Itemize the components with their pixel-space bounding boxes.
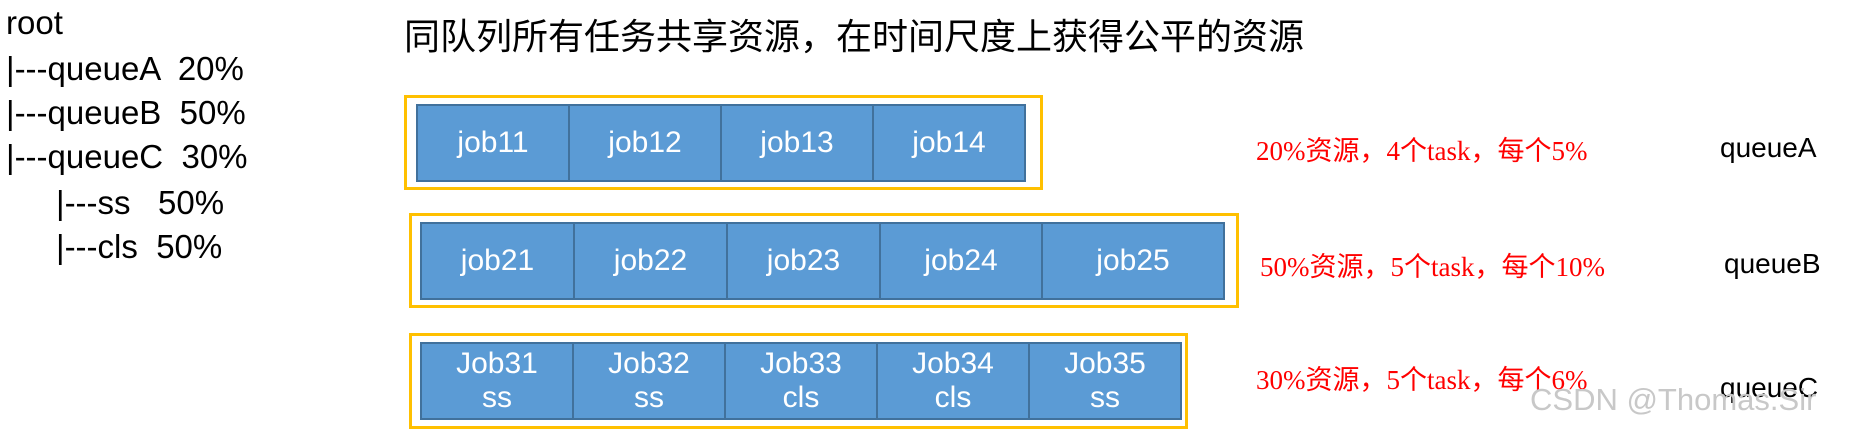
job-group-label: cls [782, 381, 820, 414]
csdn-watermark: CSDN @Thomas.Sir [1530, 382, 1817, 417]
job-label: job22 [613, 244, 688, 278]
job-label: job24 [924, 244, 998, 278]
job-box: Job35 ss [1028, 342, 1182, 420]
job-label: job12 [608, 126, 682, 160]
queue-a-name: queueA [1720, 132, 1817, 163]
job-box: job24 [879, 222, 1043, 300]
job-box: job21 [420, 222, 575, 300]
job-label: Job31 [456, 347, 538, 381]
job-label: Job33 [760, 347, 842, 381]
job-label: job14 [912, 126, 986, 160]
job-label: job23 [766, 244, 841, 278]
job-box: Job34 cls [876, 342, 1030, 420]
queue-b-name: queueB [1724, 248, 1821, 279]
queue-b-description: 50%资源，5个task，每个10% [1260, 252, 1605, 282]
queue-c-name: queueC [1720, 372, 1819, 403]
job-box: job11 [416, 104, 570, 182]
job-box: job23 [726, 222, 881, 300]
job-group-label: cls [934, 381, 972, 414]
job-box: job22 [573, 222, 728, 300]
tree-queue-c: |---queueC 30% [6, 138, 248, 175]
queue-c-jobs: Job31 ss Job32 ss Job33 cls Job34 cls Jo… [420, 342, 1182, 420]
job-label: job13 [760, 126, 834, 160]
queue-a-jobs: job11 job12 job13 job14 [416, 104, 1026, 182]
job-box: job13 [720, 104, 874, 182]
job-group-label: ss [482, 381, 512, 414]
job-box: Job33 cls [724, 342, 878, 420]
tree-cls: |---cls 50% [56, 228, 223, 265]
diagram-heading: 同队列所有任务共享资源，在时间尺度上获得公平的资源 [404, 17, 1305, 58]
queue-a-description: 20%资源，4个task，每个5% [1256, 136, 1588, 166]
job-box: Job31 ss [420, 342, 574, 420]
queue-c-description: 30%资源，5个task，每个6% [1256, 365, 1588, 395]
job-box: job12 [568, 104, 722, 182]
job-label: job21 [460, 244, 535, 278]
job-label: job11 [457, 126, 529, 160]
tree-ss: |---ss 50% [56, 184, 225, 221]
job-box: Job32 ss [572, 342, 726, 420]
job-box: job25 [1041, 222, 1225, 300]
job-label: job25 [1096, 244, 1170, 278]
job-box: job14 [872, 104, 1026, 182]
tree-root: root [6, 4, 63, 41]
job-label: Job34 [912, 347, 994, 381]
tree-queue-b: |---queueB 50% [6, 94, 246, 131]
job-group-label: ss [634, 381, 664, 414]
job-group-label: ss [1090, 381, 1120, 414]
queue-b-jobs: job21 job22 job23 job24 job25 [420, 222, 1225, 300]
tree-queue-a: |---queueA 20% [6, 50, 244, 87]
job-label: Job32 [608, 347, 690, 381]
job-label: Job35 [1064, 347, 1146, 381]
